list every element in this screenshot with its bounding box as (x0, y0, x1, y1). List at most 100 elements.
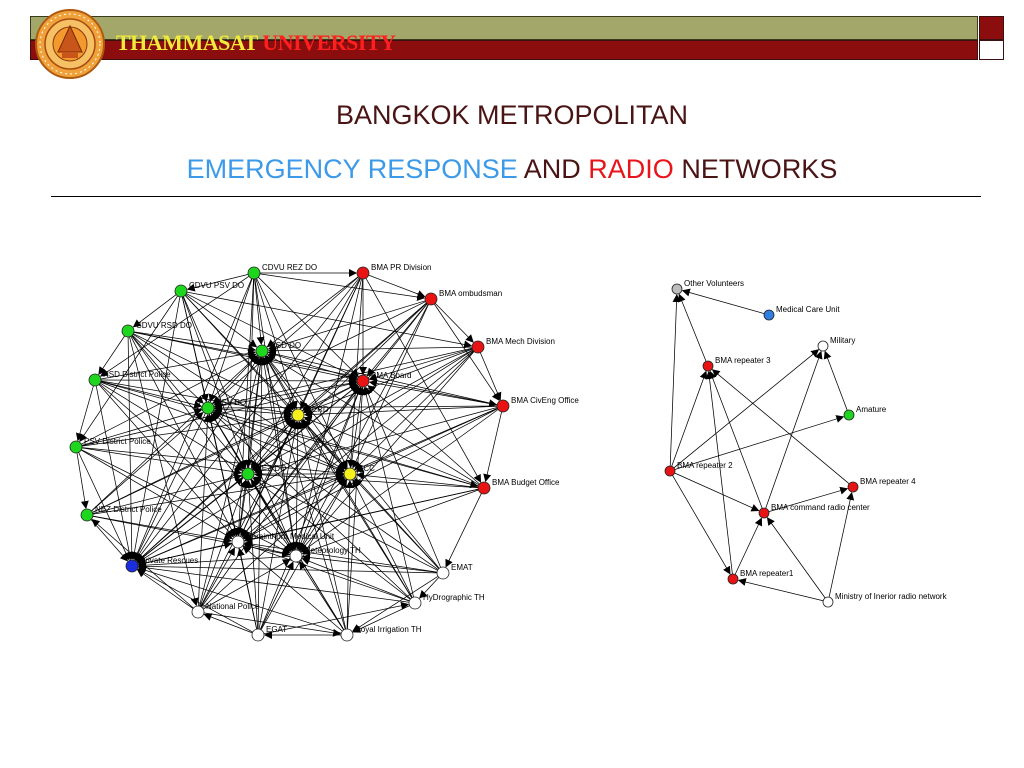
node-label: CERD (306, 405, 329, 414)
network-edge (251, 419, 295, 470)
network-edge (182, 296, 247, 469)
network-edge (258, 276, 359, 377)
network-edge (267, 350, 498, 406)
network-node: Private Rescues (125, 556, 198, 573)
network-edge (737, 578, 824, 602)
network-edge (672, 475, 731, 575)
node-label: Military (830, 336, 855, 345)
node-marker (231, 535, 245, 549)
node-label: Amature (856, 405, 887, 414)
network-node: BMA repeater 4 (847, 477, 916, 493)
network-edge (92, 473, 243, 514)
node-marker (477, 481, 491, 495)
network-node: BMA repeater1 (727, 569, 794, 585)
network-edge (137, 563, 410, 603)
node-label: ECC (358, 464, 375, 473)
node-marker (80, 508, 94, 522)
network-edge (213, 379, 358, 408)
node-label: BMA PR Division (371, 263, 431, 272)
network-edge (238, 356, 265, 537)
node-label: Private Rescues (140, 556, 198, 565)
title-radio: RADIO (588, 154, 674, 184)
network-edge (75, 385, 94, 442)
node-label: CDVU REZ DO (262, 263, 317, 272)
network-edge (138, 556, 291, 570)
node-label: Ministry of Inerior radio network (835, 592, 948, 601)
network-edge (265, 355, 347, 470)
network-edge (199, 479, 247, 607)
network-edge (734, 517, 763, 575)
network-edge (299, 351, 475, 552)
network-edge (213, 408, 479, 487)
network-node: BMA PR Division (356, 263, 431, 280)
network-edge (368, 274, 426, 298)
network-node: RSD DO (255, 341, 301, 358)
network-edge (368, 379, 498, 406)
node-marker (121, 324, 135, 338)
network-edge (100, 376, 357, 385)
network-edge (242, 350, 474, 539)
network-edge (252, 477, 411, 600)
node-marker (817, 340, 829, 352)
network-edge (265, 356, 413, 599)
network-edge (256, 278, 348, 469)
node-marker (408, 596, 422, 610)
network-edge (197, 414, 212, 607)
page-title-line1: BANGKOK METROPOLITAN (335, 100, 689, 130)
network-edge (263, 601, 410, 635)
network-edge (137, 349, 474, 563)
node-label: RSD DO (270, 341, 301, 350)
node-marker (289, 549, 303, 563)
network-edge (181, 296, 209, 403)
network-edge (211, 413, 345, 631)
network-edge (95, 385, 134, 561)
brand-name-part2: UNIVERSITY (262, 30, 396, 55)
network-edge (203, 559, 291, 610)
node-marker (340, 628, 354, 642)
network-node: Narainthorn Medical Unit (231, 532, 335, 549)
network-edge (100, 381, 345, 473)
node-label: Other Volunteers (684, 279, 744, 288)
network-edge (98, 384, 235, 538)
network-edge (244, 278, 255, 468)
node-label: BMA CivEng Office (511, 396, 579, 405)
node-marker (424, 292, 438, 306)
network-edge (303, 416, 479, 487)
network-edge (130, 296, 181, 561)
network-edge (99, 383, 292, 553)
network-edge (298, 304, 429, 551)
network-edge (131, 335, 293, 552)
network-edge (259, 273, 426, 301)
network-edge (186, 293, 358, 379)
network-edge (304, 405, 498, 419)
network-edge (350, 386, 365, 469)
network-edge (81, 353, 257, 445)
network-edge (212, 276, 359, 405)
header-corner-block (979, 16, 1004, 40)
node-label: RSD District Police (103, 370, 171, 379)
network-edge (708, 370, 763, 509)
node-marker (356, 374, 370, 388)
network-node: Ministry of Inerior radio network (822, 592, 948, 608)
node-marker (436, 566, 450, 580)
network-edge (765, 350, 823, 509)
network-edge (132, 333, 345, 471)
network-edge (243, 542, 410, 602)
network-edge (366, 303, 428, 377)
network-edge (81, 447, 243, 476)
title-emergency-response: EMERGENCY RESPONSE (186, 154, 518, 184)
node-marker (671, 283, 683, 295)
network-edge (352, 479, 413, 598)
network-edge (241, 385, 360, 538)
network-edge (302, 553, 438, 573)
network-node: CDVU PSV DO (174, 281, 244, 298)
node-marker (247, 266, 261, 280)
node-label: National Police (206, 602, 260, 611)
network-edge (243, 408, 498, 540)
network-node: HyDrographic TH (408, 593, 485, 610)
network-edge (212, 412, 411, 600)
network-node: Amature (843, 405, 887, 421)
network-edge (129, 336, 199, 607)
